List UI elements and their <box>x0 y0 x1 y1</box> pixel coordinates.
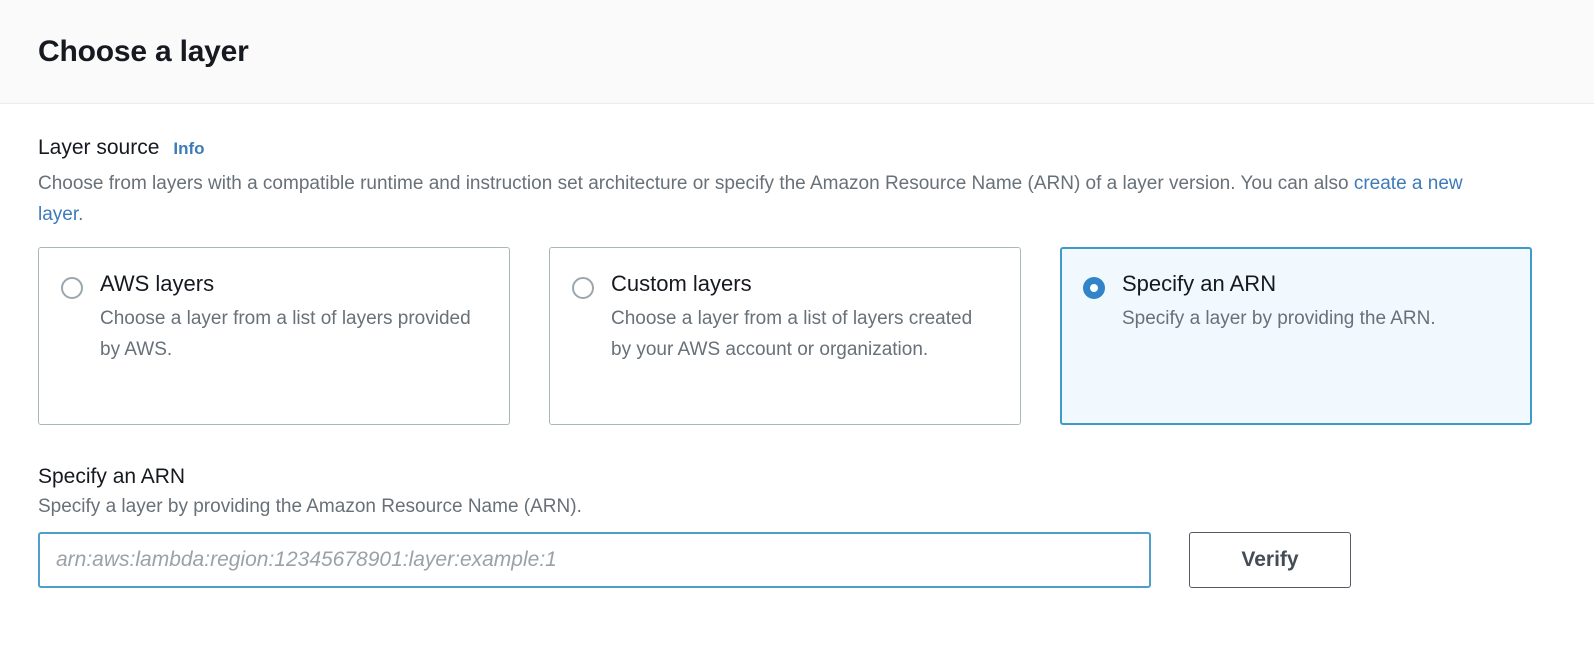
layer-source-description-period: . <box>78 203 84 225</box>
radio-card-custom-layers-description: Choose a layer from a list of layers cre… <box>611 308 973 360</box>
radio-card-specify-an-arn-text: Specify an ARN Specify a layer by provid… <box>1122 270 1436 404</box>
specify-arn-input-row: Verify <box>38 531 1556 588</box>
layer-source-label-row: Layer source Info <box>38 136 1556 160</box>
radio-card-specify-an-arn-description: Specify a layer by providing the ARN. <box>1122 308 1436 330</box>
layer-source-description-text: Choose from layers with a compatible run… <box>38 173 1354 194</box>
specify-arn-description: Specify a layer by providing the Amazon … <box>38 495 582 517</box>
layer-source-label: Layer source <box>38 136 160 159</box>
radio-card-aws-layers-title: AWS layers <box>100 270 215 296</box>
verify-button[interactable]: Verify <box>1189 531 1351 588</box>
specify-arn-heading: Specify an ARN <box>38 464 186 488</box>
radio-icon-aws-layers[interactable] <box>61 276 83 299</box>
page-title: Choose a layer <box>38 34 249 68</box>
panel-body: Layer source Info Choose from layers wit… <box>0 104 1594 588</box>
radio-icon-specify-an-arn[interactable] <box>1083 276 1105 299</box>
create-a-new-layer-link[interactable]: create a new layer <box>38 173 1463 225</box>
layer-source-description: Choose from layers with a compatible run… <box>38 169 1468 231</box>
radio-card-aws-layers[interactable]: AWS layers Choose a layer from a list of… <box>38 246 510 425</box>
specify-arn-section: Specify an ARN Specify a layer by provid… <box>38 465 1556 588</box>
radio-card-aws-layers-text: AWS layers Choose a layer from a list of… <box>100 270 475 404</box>
radio-card-custom-layers-title: Custom layers <box>611 270 752 296</box>
arn-input[interactable] <box>38 531 1151 588</box>
radio-card-custom-layers[interactable]: Custom layers Choose a layer from a list… <box>549 246 1021 425</box>
radio-icon-custom-layers[interactable] <box>572 276 594 299</box>
radio-card-custom-layers-text: Custom layers Choose a layer from a list… <box>611 270 986 404</box>
layer-source-options: AWS layers Choose a layer from a list of… <box>38 246 1556 425</box>
radio-card-specify-an-arn-title: Specify an ARN <box>1122 270 1277 296</box>
info-link[interactable]: Info <box>173 139 205 158</box>
radio-card-specify-an-arn[interactable]: Specify an ARN Specify a layer by provid… <box>1060 246 1532 425</box>
radio-card-aws-layers-description: Choose a layer from a list of layers pro… <box>100 308 471 360</box>
panel-header: Choose a layer <box>0 0 1594 104</box>
